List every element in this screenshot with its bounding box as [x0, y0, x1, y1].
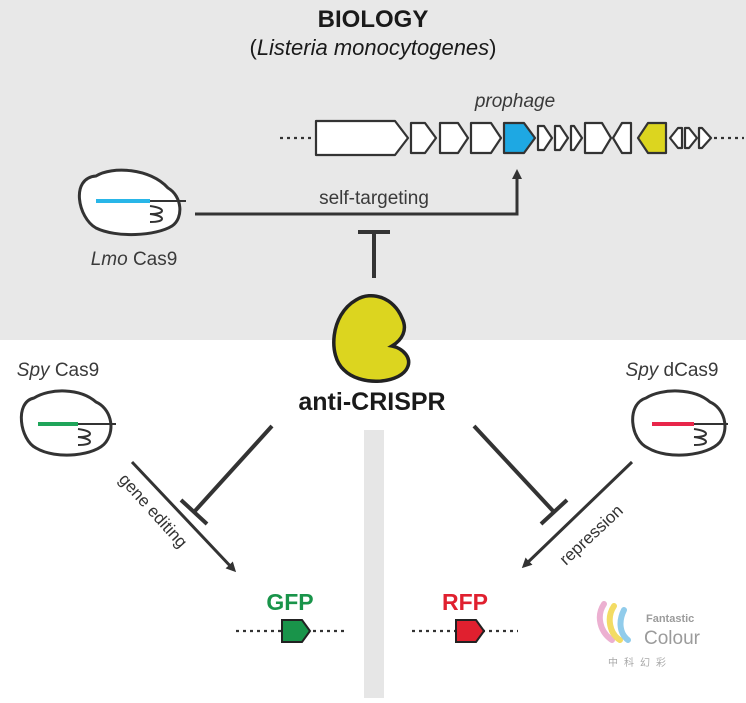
- prophage-gene: [438, 121, 470, 155]
- inhibition-gene-editing: [179, 424, 274, 526]
- spy-cas9-label: Spy Cas9: [17, 360, 99, 381]
- rfp-gene: [455, 619, 486, 643]
- prophage-gene: [583, 121, 613, 155]
- prophage-gene-small: [569, 124, 584, 152]
- diagram-title: BIOLOGY: [318, 6, 429, 33]
- prophage-gene: [469, 121, 503, 155]
- prophage-label: prophage: [474, 91, 555, 112]
- self-targeting-arrow: [195, 169, 522, 216]
- rfp-label: RFP: [442, 589, 488, 615]
- spy-cas9-protein: [19, 389, 116, 457]
- prophage-gene-highlighted-yellow: [636, 121, 668, 155]
- prophage-gene: [409, 121, 438, 155]
- prophage-gene-small: [683, 126, 699, 150]
- center-divider: [364, 430, 384, 698]
- anti-crispr-label: anti-CRISPR: [298, 388, 445, 416]
- anti-crispr-protein: [332, 294, 411, 383]
- spy-dcas9-label: Spy dCas9: [626, 360, 719, 381]
- inhibition-self-targeting: [358, 230, 390, 278]
- gene-editing-arrow: [130, 460, 237, 573]
- prophage-gene-small: [697, 126, 713, 150]
- prophage-gene-reverse: [611, 121, 633, 155]
- prophage-gene-small: [553, 124, 570, 152]
- watermark: Fantastic Colour 中科幻彩: [596, 601, 701, 669]
- prophage-gene-small-reverse: [668, 126, 684, 150]
- watermark-line1: Fantastic: [646, 613, 694, 625]
- spy-dcas9-protein: [631, 389, 728, 457]
- watermark-logo-icon: [596, 601, 631, 643]
- prophage-gene-large: [314, 119, 410, 157]
- prophage-gene-highlighted-blue: [502, 121, 537, 155]
- gfp-gene: [281, 619, 312, 643]
- watermark-line3: 中科幻彩: [608, 656, 672, 669]
- prophage-gene-small: [536, 124, 554, 152]
- watermark-line2: Colour: [644, 628, 701, 649]
- repression-label: repression: [556, 501, 627, 569]
- lmo-cas9-protein: [78, 168, 186, 236]
- repression-arrow: [521, 460, 634, 569]
- self-targeting-label: self-targeting: [319, 188, 429, 209]
- prophage-genes: [314, 119, 713, 157]
- inhibition-repression: [472, 424, 569, 526]
- gfp-label: GFP: [266, 589, 313, 615]
- diagram-subtitle: (Listeria monocytogenes): [249, 35, 496, 60]
- lmo-cas9-label: Lmo Cas9: [91, 249, 178, 270]
